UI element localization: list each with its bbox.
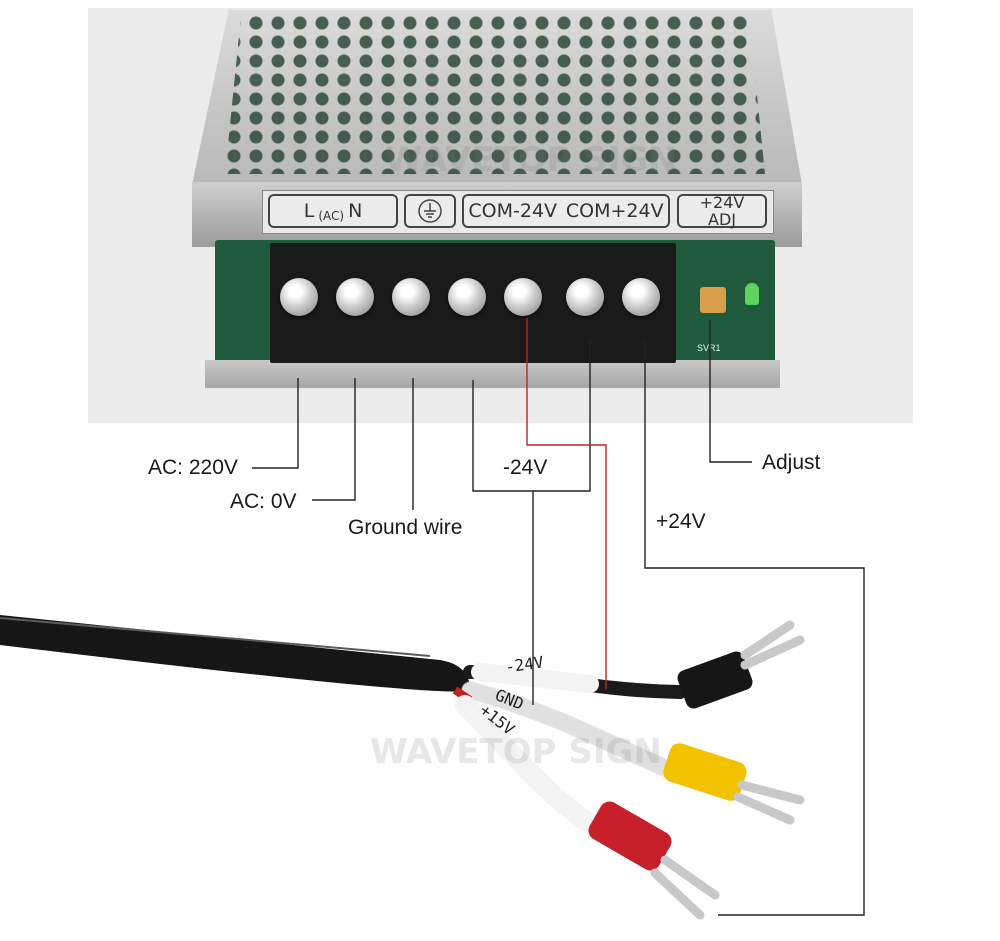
screw-terminal-l (280, 278, 318, 316)
watermark-bottom: WAVETOP SIGN (370, 732, 662, 772)
leader-ac-0v (312, 378, 356, 501)
label-plus-24v: +24V (656, 510, 706, 533)
label-adjust-box: +24V ADJ (677, 194, 767, 228)
label-minus-24v: -24V (503, 456, 548, 479)
power-led (745, 283, 759, 305)
wire-white (462, 682, 678, 778)
leader-ac-220v (252, 378, 299, 469)
label-adj: ADJ (708, 210, 736, 229)
screw-terminal-n (336, 278, 374, 316)
board-label-svr1: SVR1 (697, 343, 721, 353)
screw-terminal-com-neg-2 (504, 278, 542, 316)
label-ac-0v: AC: 0V (230, 490, 297, 513)
wire-white-edge (461, 681, 679, 779)
wire-black-sleeve (471, 663, 599, 693)
leader-plus-24v (644, 340, 865, 916)
label-com-positive: COM+24V (565, 200, 664, 222)
label-n: N (348, 200, 363, 222)
screw-terminal-ground (392, 278, 430, 316)
psu-base-plate (205, 360, 780, 388)
label-l: L (303, 200, 315, 222)
screw-terminal-com-pos-1 (566, 278, 604, 316)
label-ac-220v: AC: 220V (148, 456, 238, 479)
leader-minus-24v (472, 340, 591, 492)
label-ground-wire: Ground wire (348, 516, 463, 539)
cable-jacket-highlight (0, 617, 431, 657)
label-ac-input: L (AC) N (268, 194, 398, 228)
screw-terminal-com-pos-2 (622, 278, 660, 316)
leader-red-wire (526, 318, 607, 690)
terminal-red (588, 801, 672, 871)
fork-yellow (733, 780, 805, 825)
label-ac: (AC) (318, 209, 345, 223)
fork-red (650, 855, 720, 920)
leader-adjust (709, 320, 752, 463)
screw-terminal-com-neg-1 (448, 278, 486, 316)
psu-vent-holes (225, 14, 765, 174)
ground-symbol-box (404, 194, 456, 228)
cable-jacket (0, 615, 470, 692)
label-adjust: Adjust (762, 451, 821, 474)
terminal-yellow (663, 743, 747, 801)
adjust-potentiometer (700, 287, 726, 313)
label-com-negative: COM-24V (468, 200, 558, 222)
fork-black (740, 620, 805, 670)
label-dc-output: COM-24V COM+24V (462, 194, 670, 228)
ground-icon (418, 199, 442, 223)
terminal-black (677, 651, 753, 709)
label-adj-voltage: +24V (699, 193, 745, 212)
wire-red-sleeve (455, 695, 610, 840)
watermark-top: WAVETOP SIGN (385, 140, 677, 180)
